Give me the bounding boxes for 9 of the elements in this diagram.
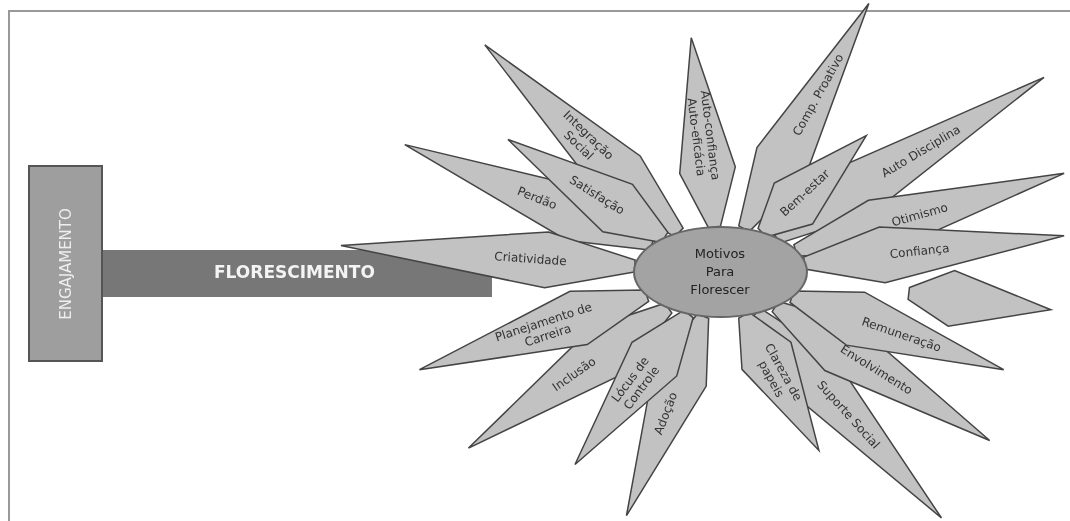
petal-label: Auto-confiança Auto-eficácia	[684, 89, 723, 181]
petal-label: Criatividade	[493, 249, 568, 269]
petal-shape	[757, 133, 869, 238]
vertical-label: ENGAJAMENTO	[56, 207, 75, 320]
vertical-box	[28, 165, 103, 362]
petal-label: Confiança	[889, 240, 951, 262]
center-label: Motivos Para Florescer	[689, 245, 751, 299]
petal-shape	[802, 226, 1065, 284]
band-label: FLORESCIMENTO	[214, 262, 375, 282]
